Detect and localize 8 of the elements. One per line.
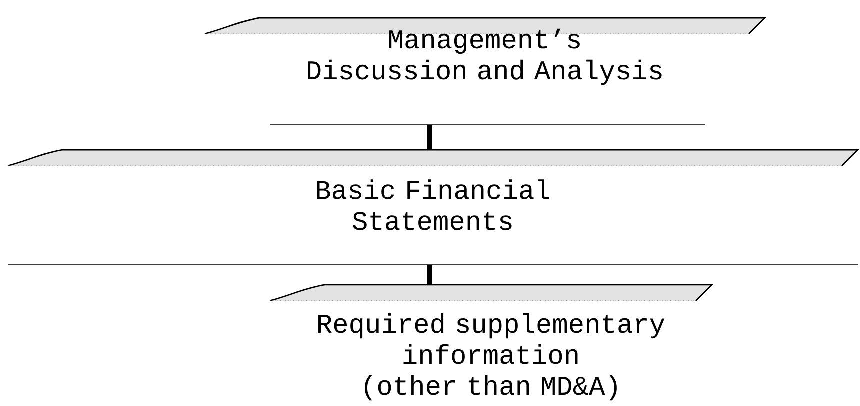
connector-line [428,125,432,150]
node-label: Basic Financial Statements [317,180,550,230]
layer-box: Basic Financial Statements [8,149,859,266]
node-label: Discussion and Analysis [308,60,662,86]
connector-line [428,265,432,285]
layer-box: Management’s Discussion and Analysis [204,17,766,126]
node-label: Required supplementary information (other than MD&A) [318,313,665,401]
layer-box: Required supplementary information (other than MD&A) [270,284,713,401]
